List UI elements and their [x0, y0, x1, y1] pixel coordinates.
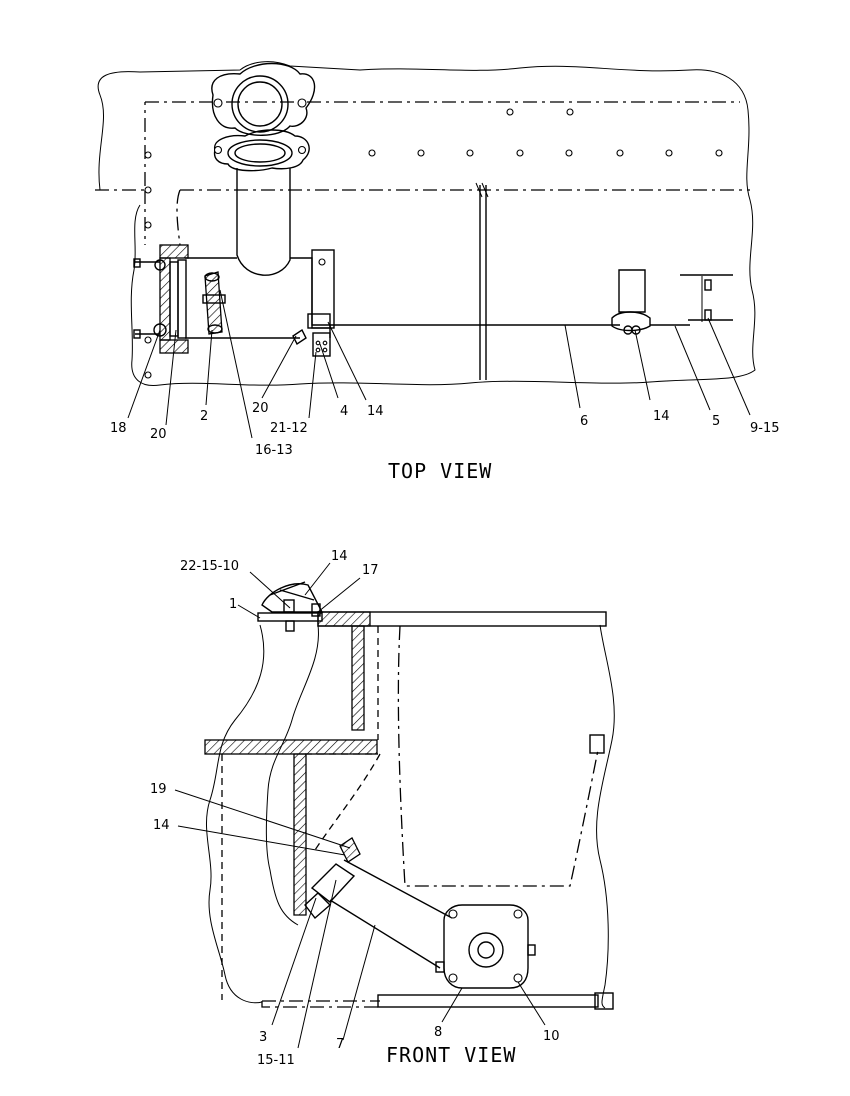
callout-3: 3 — [259, 1030, 267, 1045]
top-view: 18 20 2 16-13 20 21-12 4 14 6 14 5 9-15 … — [95, 61, 780, 483]
callout-20-left: 20 — [150, 427, 167, 442]
callout-16-13: 16-13 — [255, 443, 293, 458]
top-leaders — [127, 289, 751, 439]
front-outline-right — [596, 624, 615, 1009]
callout-21-12: 21-12 — [270, 421, 308, 436]
callout-19: 19 — [150, 782, 167, 797]
callout-20-right: 20 — [252, 401, 269, 416]
vertical-pipe — [236, 168, 291, 276]
frame-break-top — [97, 61, 756, 387]
callout-7: 7 — [336, 1037, 344, 1052]
callout-9-15: 9-15 — [750, 421, 780, 436]
crossmember-lower — [204, 739, 378, 755]
callout-10: 10 — [543, 1029, 560, 1044]
callout-2: 2 — [200, 409, 208, 424]
front-leaders — [174, 562, 546, 1049]
callout-1: 1 — [229, 597, 237, 612]
front-view-title: FRONT VIEW — [386, 1043, 516, 1067]
callout-6: 6 — [580, 414, 588, 429]
callout-18: 18 — [110, 421, 127, 436]
right-clamp-assembly — [611, 269, 733, 335]
callout-14-b: 14 — [653, 409, 670, 424]
left-flange-assembly — [133, 244, 226, 354]
frame-rail — [95, 101, 750, 246]
exhaust-tube-6 — [185, 257, 620, 339]
callout-4: 4 — [340, 404, 348, 419]
top-mount-assembly — [257, 581, 324, 632]
callout-17: 17 — [362, 563, 379, 578]
outlet-flange-lower — [213, 129, 310, 172]
callout-8: 8 — [434, 1025, 442, 1040]
callout-22-15-10: 22-15-10 — [180, 559, 239, 574]
bracket-4 — [312, 332, 331, 357]
inclined-tube-7 — [304, 837, 453, 969]
callout-14-c: 14 — [331, 549, 348, 564]
callout-15-11: 15-11 — [257, 1053, 295, 1068]
callout-5: 5 — [712, 414, 720, 429]
callout-14-a: 14 — [367, 404, 384, 419]
callout-14-d: 14 — [153, 818, 170, 833]
outlet-flange-upper — [211, 62, 316, 136]
rivet-holes — [144, 108, 723, 379]
top-view-title: TOP VIEW — [388, 459, 492, 483]
front-outline-left — [206, 624, 265, 1004]
front-view: 22-15-10 14 17 1 19 14 3 15-11 7 8 10 FR… — [150, 549, 615, 1068]
elbow-flange-8 — [435, 904, 536, 989]
front-outline-inner — [265, 624, 319, 926]
